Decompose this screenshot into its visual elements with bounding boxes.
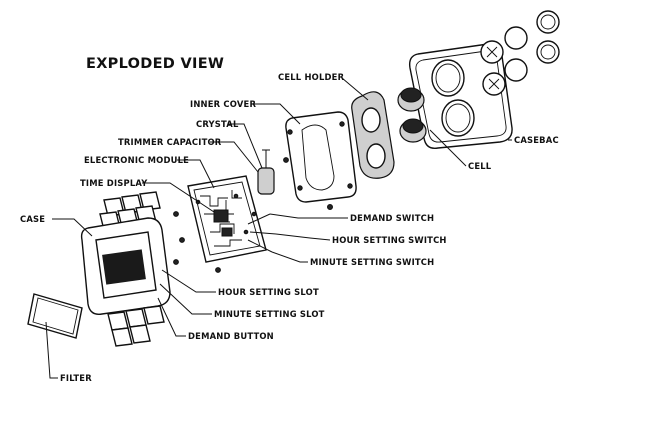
cell-part: [397, 87, 427, 143]
label-trimmer-capacitor: TRIMMER CAPACITOR: [118, 137, 222, 147]
case-part: [80, 191, 171, 347]
label-crystal: CRYSTAL: [196, 119, 239, 129]
label-filter: FILTER: [60, 373, 92, 383]
label-minute-setting-switch: MINUTE SETTING SWITCH: [310, 257, 434, 267]
label-hour-setting-switch: HOUR SETTING SWITCH: [332, 235, 447, 245]
label-electronic-module: ELECTRONIC MODULE: [84, 155, 189, 165]
inner-cover-part: [285, 111, 357, 210]
screws: [173, 157, 289, 273]
label-demand-switch: DEMAND SWITCH: [350, 213, 434, 223]
label-casebac: CASEBAC: [514, 135, 559, 145]
label-minute-setting-slot: MINUTE SETTING SLOT: [214, 309, 325, 319]
diagram-title: EXPLODED VIEW: [86, 56, 224, 72]
label-time-display: TIME DISPLAY: [80, 178, 148, 188]
caseback-part: [408, 43, 513, 149]
filter-part: [27, 293, 83, 339]
label-demand-button: DEMAND BUTTON: [188, 331, 274, 341]
label-case: CASE: [20, 214, 45, 224]
label-cell: CELL: [468, 161, 492, 171]
label-hour-setting-slot: HOUR SETTING SLOT: [218, 287, 319, 297]
leader-lines: [45, 77, 512, 379]
spare-cells: [480, 10, 560, 96]
label-inner-cover: INNER COVER: [190, 99, 256, 109]
cell-holder-part: [351, 91, 395, 179]
label-cell-holder: CELL HOLDER: [278, 72, 345, 82]
electronic-module-part: [187, 175, 277, 263]
trimmer-capacitor-part: [257, 149, 275, 195]
